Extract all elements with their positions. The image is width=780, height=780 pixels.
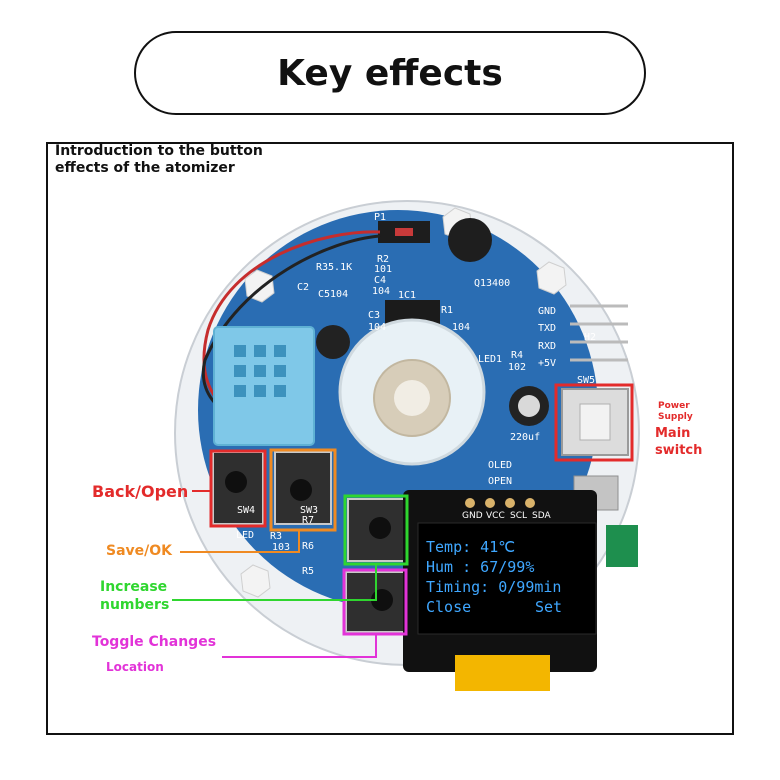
header-pins — [570, 304, 628, 362]
label-main-line1: Main — [655, 426, 691, 441]
label-power-line2: Supply — [658, 412, 693, 422]
silk-104b: 104 — [372, 286, 390, 297]
label-increase: Increase numbers — [100, 578, 169, 614]
silk-ic1: 1C1 — [398, 290, 416, 301]
transistor — [448, 218, 492, 262]
title-pill: Key effects — [134, 31, 646, 115]
silk-sw3: SW3 — [300, 505, 318, 516]
pin-sda: SDA — [532, 511, 551, 521]
silk-open: OPEN — [488, 476, 512, 487]
silk-q1: Q13400 — [474, 278, 510, 289]
oled-close: Close — [426, 598, 472, 616]
silk-104a: 104 — [368, 322, 386, 333]
label-toggle: Toggle Changes — [92, 634, 217, 650]
silk-104c: 104 — [452, 322, 470, 333]
silk-r5: R5 — [302, 566, 314, 577]
silk-c5: C5104 — [318, 289, 348, 300]
oled-pin-labels: GND VCC SCL SDA — [462, 511, 551, 521]
silk-oled: OLED — [488, 460, 512, 471]
silk-r3: R35.1K — [316, 262, 352, 273]
silk-r8: R3 — [270, 531, 282, 542]
label-power-supply: Power Supply — [658, 401, 693, 423]
pin-vcc: VCC — [486, 511, 505, 521]
silk-led1: LED1 — [478, 354, 502, 365]
silk-h2: H2 — [584, 332, 596, 343]
label-increase-line2: numbers — [100, 597, 170, 613]
silk-led: LED — [236, 530, 254, 541]
label-save-ok: Save/OK — [106, 543, 173, 559]
line-increase — [172, 564, 377, 601]
silk-r6: R6 — [302, 541, 314, 552]
oled-set: Set — [535, 598, 563, 616]
label-back-open: Back/Open — [92, 482, 189, 501]
silk-c4: C4 — [374, 275, 386, 286]
line-toggle — [222, 634, 377, 658]
box-back-open — [209, 449, 267, 528]
oled-hum: Hum : 67/99% — [426, 558, 535, 576]
silk-220uf: 220uf — [510, 432, 540, 443]
box-save-ok — [269, 448, 337, 532]
oled-timing: Timing: 0/99min — [426, 578, 562, 596]
silk-102: 102 — [508, 362, 526, 373]
line-save-ok — [180, 530, 300, 553]
silk-101: 101 — [374, 264, 392, 275]
silk-r1: R1 — [441, 305, 453, 316]
silk-rxd: RXD — [538, 341, 556, 352]
silk-r2: R2 — [377, 254, 389, 265]
label-increase-line1: Increase — [100, 579, 168, 595]
oled-temp: Temp: 41℃ — [426, 538, 516, 556]
silk-r7: R7 — [302, 515, 314, 526]
oled-screen — [417, 522, 597, 635]
pin-scl: SCL — [510, 511, 527, 521]
silkscreen: R35.1K C2 C5104 C3 104 R2 101 C4 104 1C1… — [236, 212, 596, 577]
box-power-switch — [554, 383, 634, 462]
silk-sw5: SW5 — [577, 375, 595, 386]
intro-text: Introduction to the button effects of th… — [55, 143, 263, 176]
page-title: Key effects — [277, 52, 503, 94]
silk-r4: R4 — [511, 350, 523, 361]
label-main-line2: switch — [655, 443, 703, 458]
oled-flex-cable — [455, 655, 550, 691]
silk-p1: P1 — [374, 212, 386, 223]
silk-c3: C3 — [368, 310, 380, 321]
silk-gnd: GND — [538, 306, 556, 317]
silk-sw4: SW4 — [237, 505, 255, 516]
label-power-line1: Power — [658, 401, 690, 411]
green-tab — [606, 525, 638, 567]
label-location: Location — [106, 660, 164, 674]
silk-c2: C2 — [297, 282, 309, 293]
diagram-frame — [46, 142, 734, 735]
label-main-switch: Main switch — [655, 425, 702, 459]
capacitor-c3 — [316, 325, 350, 359]
silk-5v: +5V — [538, 358, 556, 369]
silk-103: 103 — [272, 542, 290, 553]
silk-txd: TXD — [538, 323, 556, 334]
pin-gnd: GND — [462, 511, 483, 521]
